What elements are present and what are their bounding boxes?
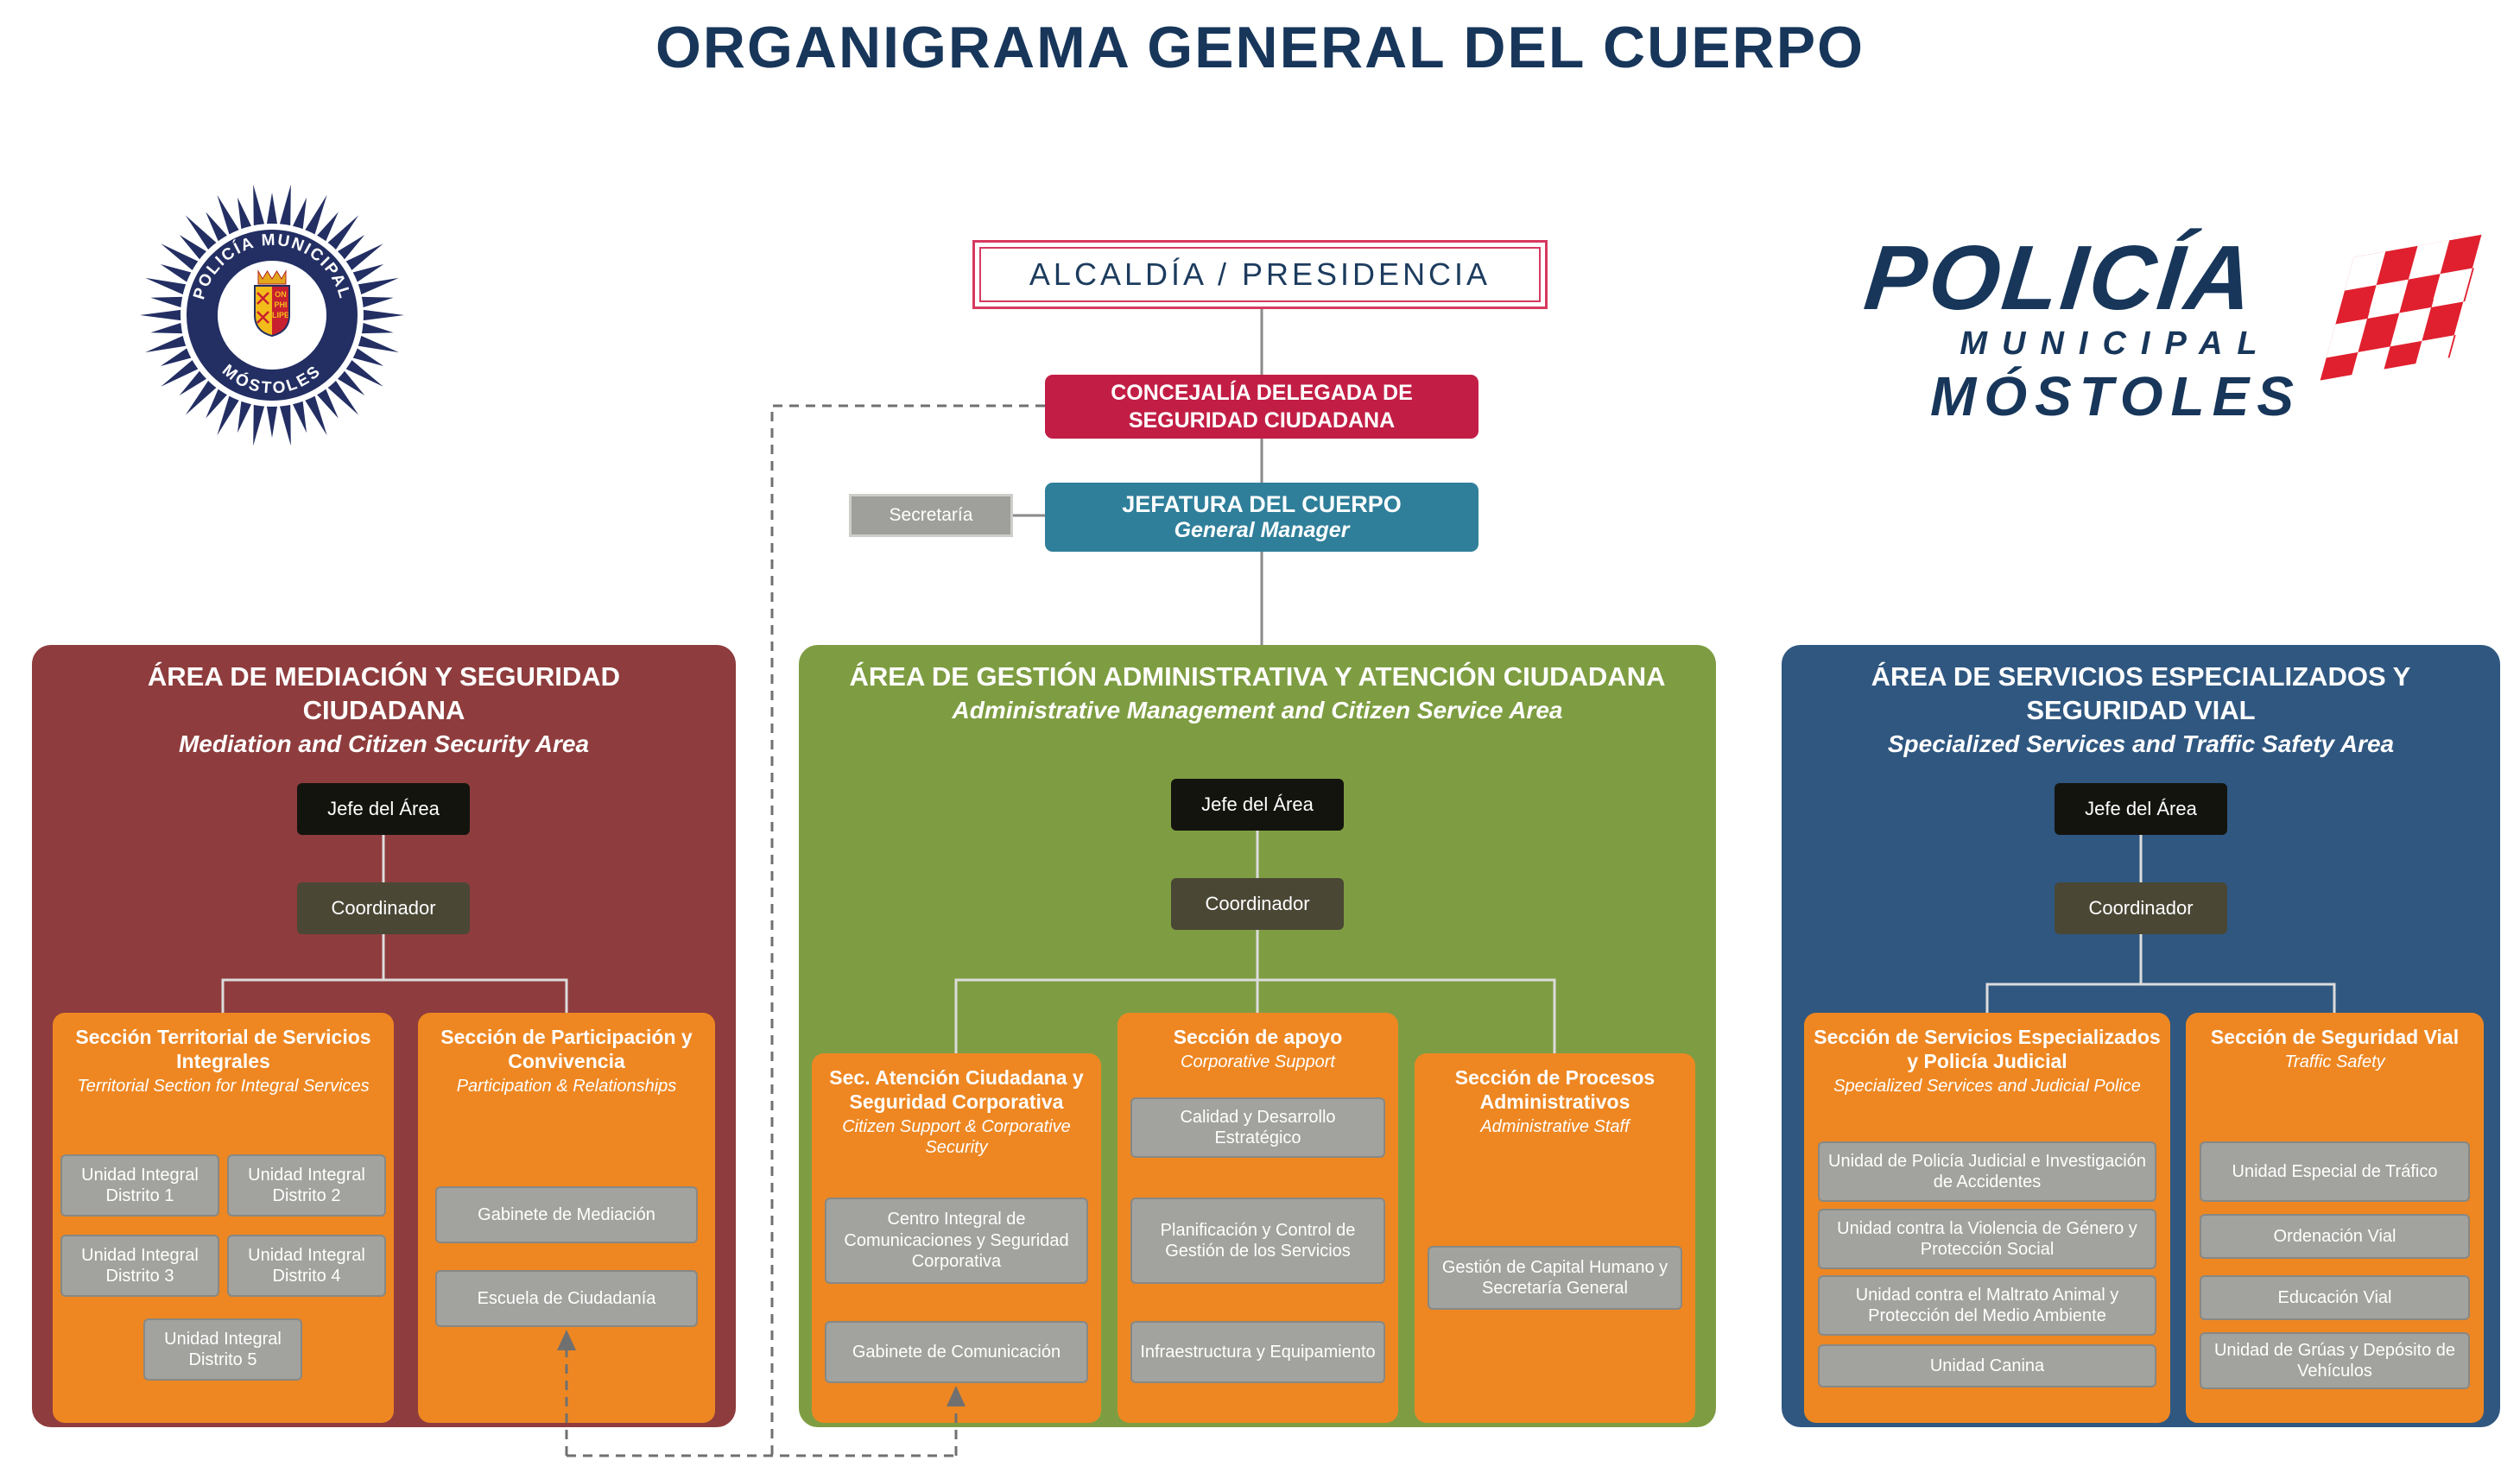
secretaria-box: Secretaría (849, 494, 1013, 537)
police-badge-logo: POLICÍA MUNICIPAL MÓSTOLES ON PHI LIPE (140, 184, 404, 446)
section-subtitle: Citizen Support & Corporative Security (842, 1117, 1071, 1158)
unit-box: Unidad Integral Distrito 2 (227, 1154, 386, 1217)
section-participacion: Sección de Participación y Convivencia P… (418, 1013, 715, 1423)
section-apoyo: Sección de apoyo Corporative Support Cal… (1118, 1013, 1398, 1423)
unit-box: Unidad contra la Violencia de Género y P… (1818, 1209, 2156, 1269)
section-title: Sección de Servicios Especializados y Po… (1814, 1026, 2161, 1073)
unit-box: Unidad Integral Distrito 4 (227, 1235, 386, 1297)
unit-box: Gabinete de Comunicación (825, 1321, 1088, 1383)
section-subtitle: Participation & Relationships (456, 1077, 677, 1097)
section-title: Sección Territorial de Servicios Integra… (75, 1026, 371, 1073)
jefatura-subtitle: General Manager (1174, 518, 1350, 542)
area-mediacion-panel: ÁREA DE MEDIACIÓN Y SEGURIDAD CIUDADANA … (32, 645, 736, 1427)
unit-box: Unidad Integral Distrito 1 (60, 1154, 219, 1217)
main-hierarchy-lines (1013, 309, 1263, 645)
area-subtitle: Administrative Management and Citizen Se… (952, 696, 1563, 724)
brand-logo: POLICÍA MUNICIPAL MÓSTOLES (1860, 227, 2366, 428)
coordinador-box: Coordinador (1171, 878, 1344, 930)
section-title: Sección de apoyo (1173, 1026, 1343, 1048)
shield-text-1: ON (275, 290, 287, 299)
concejalia-box: CONCEJALÍA DELEGADA DE SEGURIDAD CIUDADA… (1045, 375, 1478, 439)
alcaldia-box: ALCALDÍA / PRESIDENCIA (979, 247, 1541, 302)
unit-box: Gestión de Capital Humano y Secretaría G… (1428, 1246, 1682, 1310)
jefe-del-area-box: Jefe del Área (297, 783, 470, 835)
brand-municipal: MUNICIPAL (1960, 325, 2272, 362)
area-subtitle: Mediation and Citizen Security Area (178, 730, 590, 757)
section-subtitle: Specialized Services and Judicial Police (1833, 1077, 2141, 1097)
unit-box: Unidad Canina (1818, 1344, 2156, 1387)
area-title: ÁREA DE SERVICIOS ESPECIALIZADOS Y SEGUR… (1871, 661, 2411, 725)
badge-shield-icon: ON PHI LIPE (254, 285, 290, 338)
unit-box: Planificación y Control de Gestión de lo… (1130, 1198, 1385, 1284)
section-title: Sección de Seguridad Vial (2210, 1026, 2460, 1048)
area-gestion-panel: ÁREA DE GESTIÓN ADMINISTRATIVA Y ATENCIÓ… (799, 645, 1716, 1427)
jefatura-title: JEFATURA DEL CUERPO (1122, 491, 1402, 517)
shield-text-3: LIPE (272, 311, 289, 319)
section-procesos: Sección de Procesos Administrativos Admi… (1415, 1053, 1695, 1423)
section-title: Sec. Atención Ciudadana y Seguridad Corp… (829, 1066, 1084, 1114)
unit-box: Centro Integral de Comunicaciones y Segu… (825, 1198, 1088, 1284)
section-title: Sección de Participación y Convivencia (440, 1026, 693, 1073)
unit-box: Unidad de Policía Judicial e Investigaci… (1818, 1141, 2156, 1202)
page-title: ORGANIGRAMA GENERAL DEL CUERPO (655, 15, 1865, 80)
coordinador-box: Coordinador (2055, 882, 2227, 934)
unit-box: Gabinete de Mediación (435, 1186, 698, 1243)
unit-box: Escuela de Ciudadanía (435, 1270, 698, 1327)
section-territorial: Sección Territorial de Servicios Integra… (53, 1013, 394, 1423)
badge-crown-icon (257, 269, 287, 285)
brand-mostoles: MÓSTOLES (1930, 364, 2302, 427)
section-title: Sección de Procesos Administrativos (1454, 1066, 1656, 1114)
unit-box: Unidad Integral Distrito 3 (60, 1235, 219, 1297)
section-atencion-ciudadana: Sec. Atención Ciudadana y Seguridad Corp… (812, 1053, 1101, 1423)
area-header: ÁREA DE SERVICIOS ESPECIALIZADOS Y SEGUR… (1782, 660, 2500, 758)
unit-box: Unidad contra el Maltrato Animal y Prote… (1818, 1275, 2156, 1336)
unit-box: Unidad de Grúas y Depósito de Vehículos (2200, 1332, 2470, 1389)
area-header: ÁREA DE MEDIACIÓN Y SEGURIDAD CIUDADANA … (32, 660, 736, 758)
brand-policia: POLICÍA (1859, 227, 2261, 329)
unit-box: Educación Vial (2200, 1275, 2470, 1320)
shield-text-2: PHI (274, 300, 287, 309)
unit-box: Unidad Especial de Tráfico (2200, 1141, 2470, 1202)
area-header: ÁREA DE GESTIÓN ADMINISTRATIVA Y ATENCIÓ… (799, 660, 1716, 724)
jefe-del-area-box: Jefe del Área (2055, 783, 2227, 835)
jefe-del-area-box: Jefe del Área (1171, 779, 1344, 831)
unit-box: Infraestructura y Equipamiento (1130, 1321, 1385, 1383)
area-subtitle: Specialized Services and Traffic Safety … (1887, 730, 2395, 757)
section-subtitle: Corporative Support (1181, 1052, 1335, 1072)
section-servicios-especializados: Sección de Servicios Especializados y Po… (1804, 1013, 2170, 1423)
area-title: ÁREA DE MEDIACIÓN Y SEGURIDAD CIUDADANA (147, 661, 621, 725)
section-subtitle: Territorial Section for Integral Service… (77, 1077, 370, 1097)
area-servicios-panel: ÁREA DE SERVICIOS ESPECIALIZADOS Y SEGUR… (1782, 645, 2500, 1427)
section-seguridad-vial: Sección de Seguridad Vial Traffic Safety… (2186, 1013, 2484, 1423)
unit-box: Ordenación Vial (2200, 1214, 2470, 1259)
area-title: ÁREA DE GESTIÓN ADMINISTRATIVA Y ATENCIÓ… (849, 661, 1666, 692)
coordinador-box: Coordinador (297, 882, 470, 934)
unit-box: Calidad y Desarrollo Estratégico (1130, 1097, 1385, 1158)
jefatura-box: JEFATURA DEL CUERPO General Manager (1045, 483, 1478, 552)
section-subtitle: Traffic Safety (2284, 1052, 2385, 1072)
unit-box: Unidad Integral Distrito 5 (143, 1318, 302, 1381)
section-subtitle: Administrative Staff (1480, 1117, 1630, 1137)
